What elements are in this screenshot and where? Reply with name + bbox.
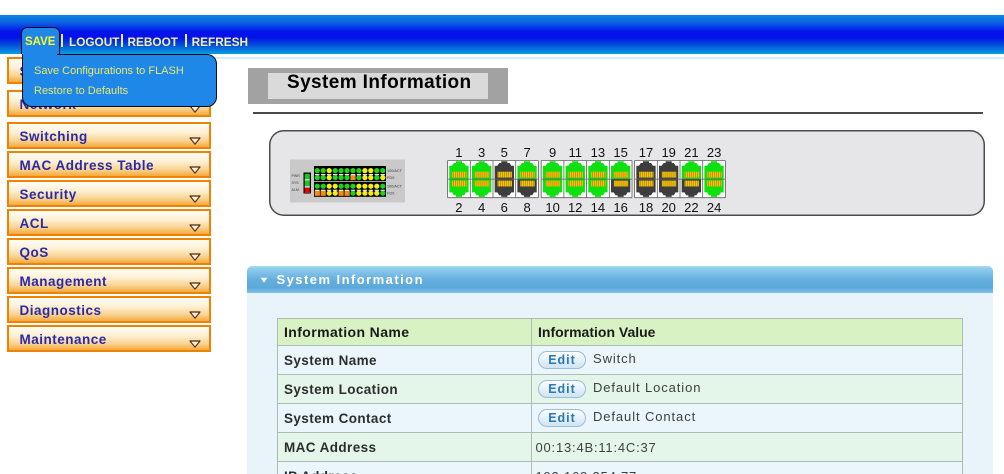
svg-text:23: 23 xyxy=(707,145,721,160)
svg-text:18: 18 xyxy=(639,200,653,215)
svg-text:16: 16 xyxy=(613,200,627,215)
svg-text:100/ACT: 100/ACT xyxy=(387,184,403,188)
svg-text:3: 3 xyxy=(478,145,485,160)
svg-text:7: 7 xyxy=(523,145,530,160)
svg-text:19: 19 xyxy=(661,145,675,160)
svg-text:21: 21 xyxy=(684,145,698,160)
svg-text:1: 1 xyxy=(455,145,462,160)
svg-text:10: 10 xyxy=(545,200,559,215)
svg-text:PWR: PWR xyxy=(292,174,301,178)
svg-text:17: 17 xyxy=(639,145,653,160)
svg-text:15: 15 xyxy=(613,145,627,160)
svg-text:SYS: SYS xyxy=(292,181,300,185)
svg-text:12: 12 xyxy=(568,200,582,215)
svg-text:22: 22 xyxy=(684,200,698,215)
svg-text:9: 9 xyxy=(549,145,556,160)
svg-text:20: 20 xyxy=(661,200,675,215)
svg-text:11: 11 xyxy=(568,145,582,160)
svg-text:100/ACT: 100/ACT xyxy=(387,169,403,173)
svg-text:13: 13 xyxy=(591,145,605,160)
svg-text:5: 5 xyxy=(501,145,508,160)
svg-text:6: 6 xyxy=(501,200,508,215)
svg-text:ALM: ALM xyxy=(292,188,299,192)
svg-text:8: 8 xyxy=(523,200,530,215)
svg-text:FDX: FDX xyxy=(387,176,395,180)
svg-text:14: 14 xyxy=(591,200,605,215)
svg-text:24: 24 xyxy=(707,200,721,215)
svg-text:2: 2 xyxy=(455,200,462,215)
svg-text:4: 4 xyxy=(478,200,485,215)
svg-text:FDX: FDX xyxy=(387,191,395,195)
